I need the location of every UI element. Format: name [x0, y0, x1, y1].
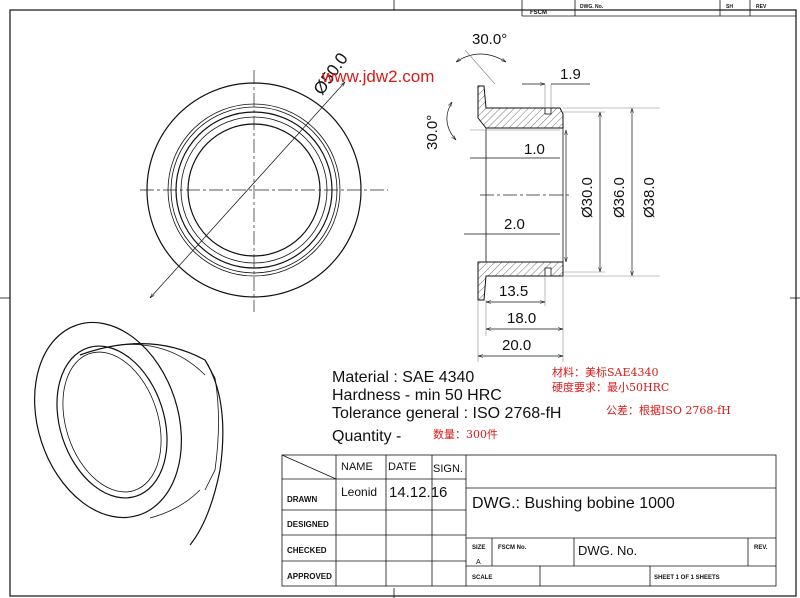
note-tolerance-cn: 公差：根据ISO 2768-fH [606, 403, 731, 417]
header-sign: SIGN. [433, 463, 463, 475]
size-label: SIZE [472, 545, 485, 551]
dim-len-20: 20.0 [502, 337, 531, 354]
front-view: Ø50.0 [140, 49, 388, 312]
note-hardness-cn: 硬度要求：最小50HRC [552, 380, 669, 394]
row-designed: DESIGNED [287, 520, 329, 529]
dwg-no-label: DWG. No. [578, 543, 637, 558]
note-quantity-cn: 数量：300件 [433, 428, 498, 441]
row-approved: APPROVED [287, 572, 332, 581]
drawn-date: 14.12.16 [389, 484, 447, 501]
section-view: 30.0° 30.0° 1.9 1.0 2.0 Ø30.0 Ø36.0 Ø38.… [424, 31, 660, 362]
notes: Material : SAE 4340 Hardness - min 50 HR… [332, 365, 731, 445]
dim-dia-30: Ø30.0 [579, 177, 596, 218]
dim-wall-1: 1.0 [524, 141, 545, 158]
note-material-cn: 材料：美标SAE4340 [552, 365, 659, 379]
row-checked: CHECKED [287, 546, 327, 555]
size-value: A [476, 559, 481, 566]
watermark: www.jdw2.com [321, 67, 434, 86]
top-fscm-label: FSCM [530, 10, 547, 16]
dim-chamfer-left: 30.0° [424, 115, 441, 150]
top-rev-label: REV [756, 4, 767, 10]
dim-len-13-5: 13.5 [499, 283, 528, 300]
dim-groove-width: 1.9 [560, 66, 581, 83]
scale-label: SCALE [472, 575, 492, 581]
isometric-view [34, 321, 224, 546]
fscm-no-label: FSCM No. [498, 545, 527, 551]
rev-label: REV. [754, 545, 768, 551]
dim-wall-2: 2.0 [504, 216, 525, 233]
note-tolerance: Tolerance general : ISO 2768-fH [332, 405, 561, 422]
title-block: NAME DATE SIGN. DRAWN DESIGNED CHECKED A… [281, 454, 777, 587]
dim-len-18: 18.0 [507, 310, 536, 327]
note-material: Material : SAE 4340 [332, 369, 474, 386]
top-title-strip: FSCM DWG. No. SH REV [521, 0, 796, 17]
sheet-label: SHEET 1 OF 1 SHEETS [654, 575, 720, 581]
dim-chamfer-top: 30.0° [472, 31, 507, 48]
note-quantity: Quantity - [332, 428, 401, 445]
drawn-name: Leonid [341, 485, 377, 499]
header-name: NAME [341, 461, 373, 473]
dim-dia-36: Ø36.0 [611, 177, 628, 218]
top-sh-label: SH [726, 4, 733, 10]
row-drawn: DRAWN [287, 495, 317, 504]
note-hardness: Hardness - min 50 HRC [332, 387, 502, 404]
top-dwg-no-label: DWG. No. [580, 4, 604, 10]
dim-dia-38: Ø38.0 [641, 177, 658, 218]
header-date: DATE [388, 461, 417, 473]
dwg-title: DWG.: Bushing bobine 1000 [472, 495, 675, 512]
